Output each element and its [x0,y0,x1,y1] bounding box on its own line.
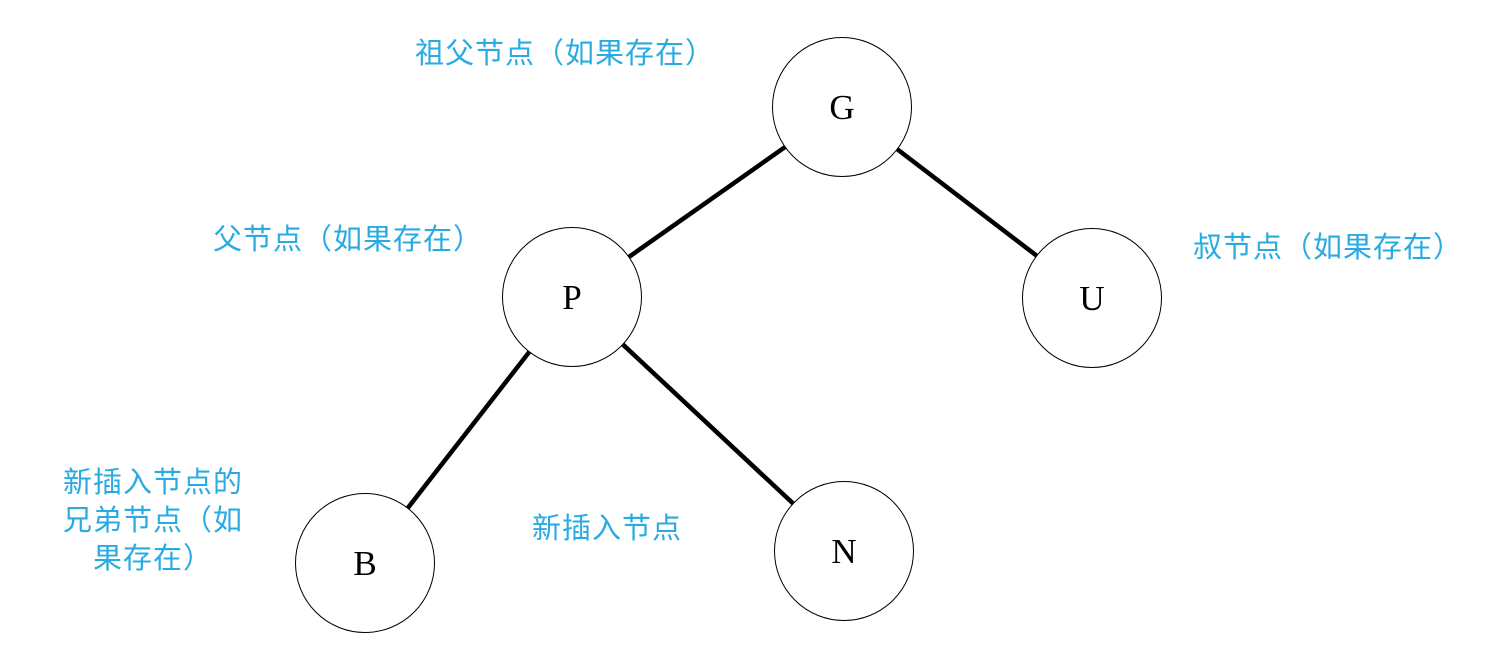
annotation-grandparent: 祖父节点（如果存在） [415,38,716,70]
node-uncle-label: U [1079,278,1105,318]
node-parent: P [502,227,642,367]
node-parent-label: P [562,277,582,317]
annotation-new-node: 新插入节点 [532,513,683,545]
node-new-label: N [831,531,857,571]
node-grandparent: G [772,37,912,177]
node-uncle: U [1022,228,1162,368]
node-sibling: B [295,493,435,633]
node-new: N [774,481,914,621]
node-sibling-label: B [353,543,377,583]
node-grandparent-label: G [829,87,855,127]
annotation-sibling-line-1: 新插入节点的 [62,467,243,499]
annotation-sibling: 新插入节点的 兄弟节点（如 果存在） [37,464,269,578]
annotation-sibling-line-3: 果存在） [92,543,213,575]
annotation-parent: 父节点（如果存在） [213,224,484,256]
annotation-uncle: 叔节点（如果存在） [1193,232,1464,264]
annotation-sibling-line-2: 兄弟节点（如 [62,505,243,537]
